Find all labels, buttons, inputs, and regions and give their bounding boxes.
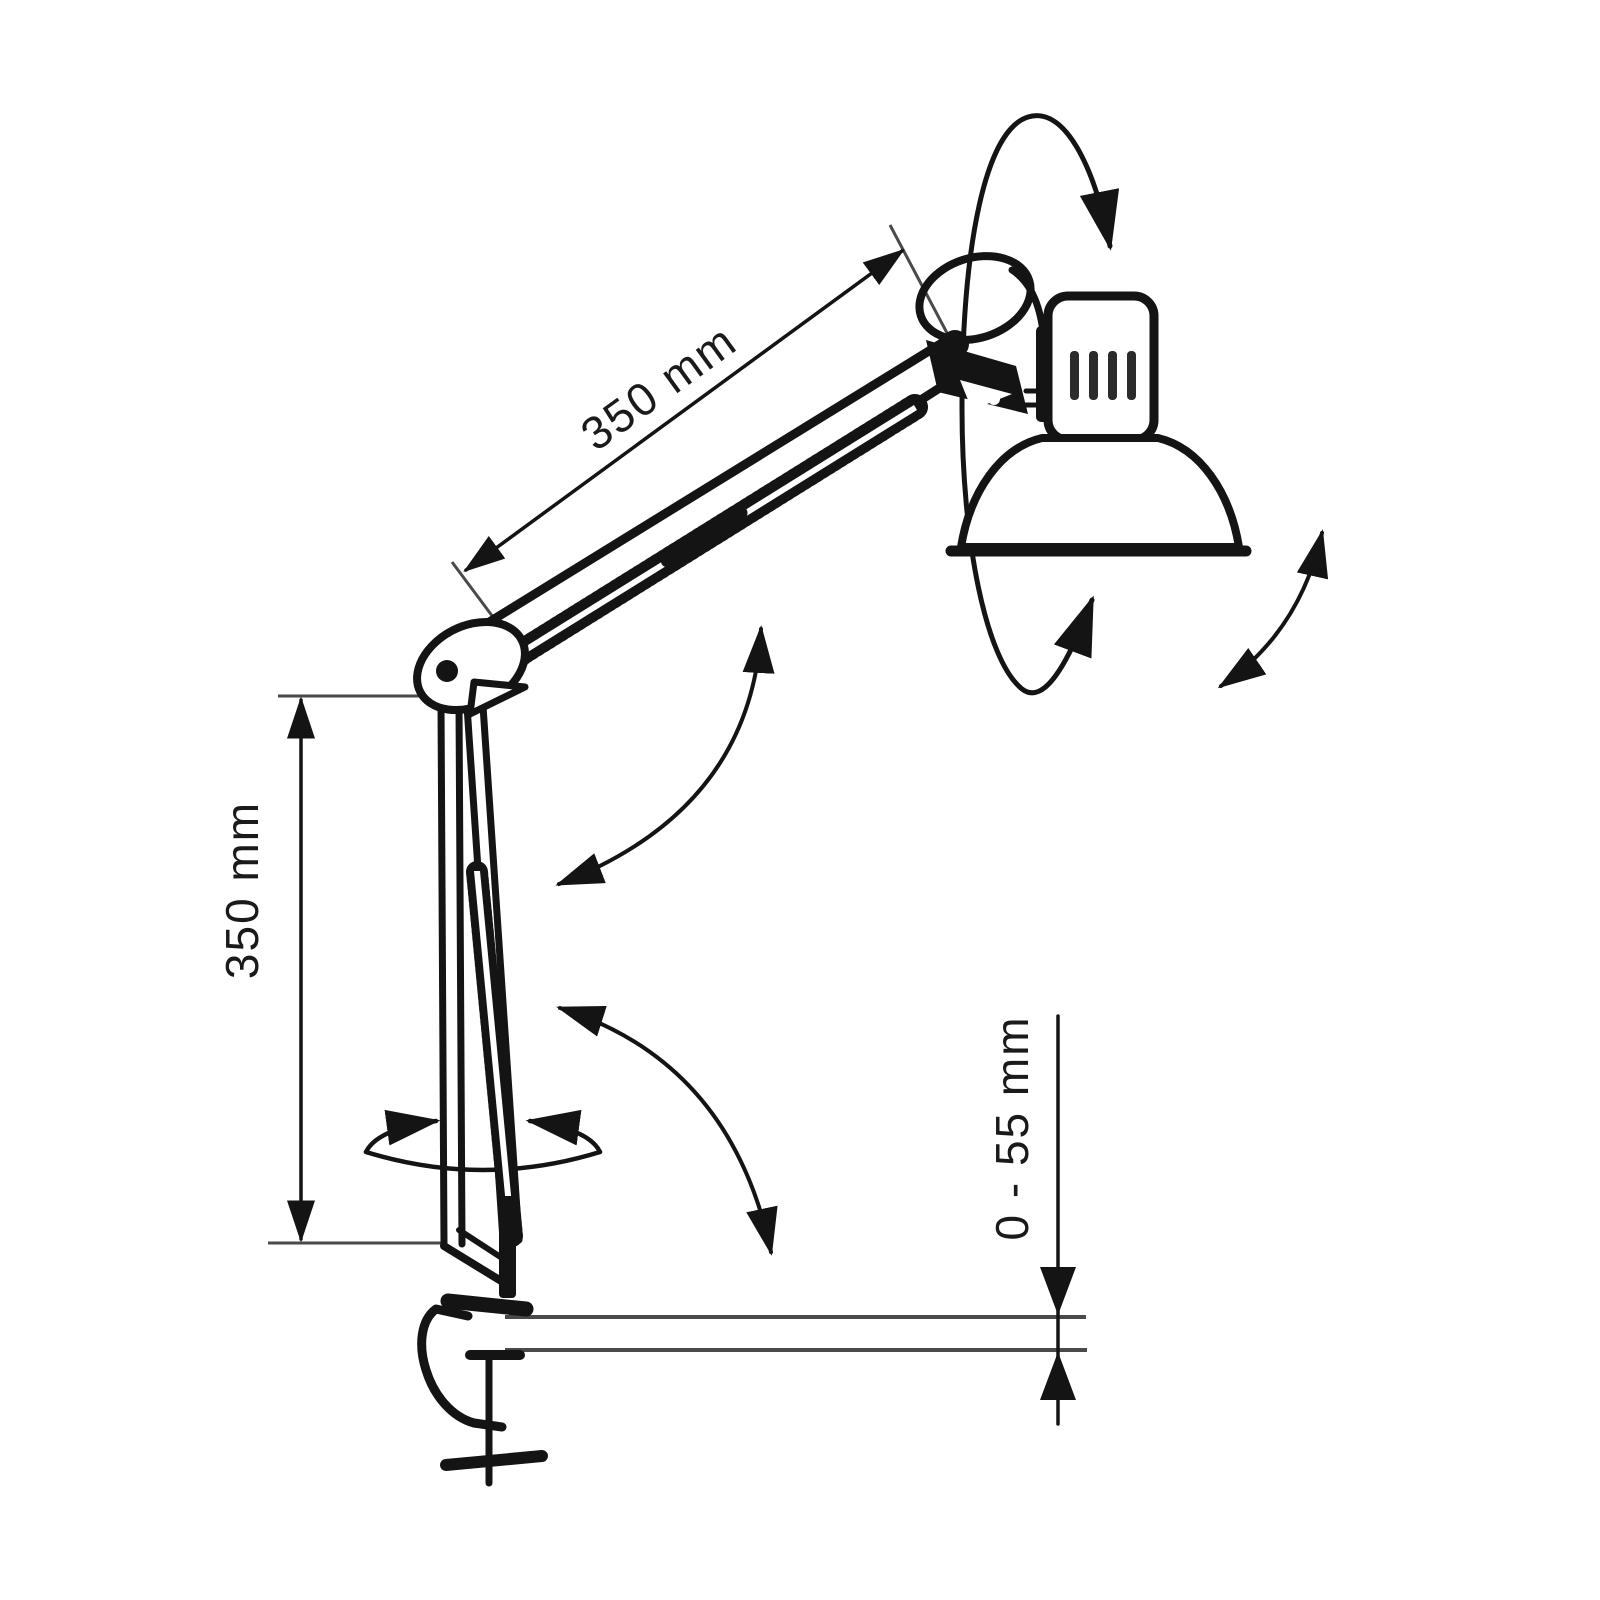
spring-anchor	[660, 505, 748, 568]
upper-arm	[447, 333, 971, 694]
clamp	[417, 1196, 548, 1487]
elbow-rotation-arrow	[555, 625, 775, 886]
shade-tilt-arrow	[1217, 529, 1329, 689]
lamp-shade	[957, 434, 1243, 551]
head-pivot	[941, 330, 969, 358]
lamp-head	[945, 291, 1252, 557]
upper-arm-length-label: 350 mm	[571, 314, 746, 461]
clamp-bracket	[417, 1304, 507, 1432]
dimension-line	[463, 248, 905, 573]
table-edge	[505, 1315, 1087, 1352]
clamp-screw-handle	[440, 1450, 548, 1471]
clamp-range-label: 0 - 55 mm	[986, 1015, 1038, 1240]
lower-arm-dimension: 350 mm	[216, 694, 442, 1245]
cap-hinge	[1036, 326, 1051, 422]
lower-arm-tilt-arrow	[556, 1006, 778, 1256]
clamp-range-dimension: 0 - 55 mm	[986, 1014, 1076, 1426]
lamp-cap	[1043, 291, 1159, 445]
elbow-joint	[413, 617, 529, 718]
vent-slots-icon	[1070, 351, 1136, 400]
elbow-pivot	[436, 660, 458, 682]
head-loop	[915, 252, 1035, 344]
arrow-up-icon	[1040, 1352, 1076, 1400]
lower-arm	[437, 699, 523, 1248]
head-rotation-arrow	[959, 113, 1120, 696]
base-rotation-arrow	[363, 1109, 603, 1173]
lower-arm-length-label: 350 mm	[216, 801, 268, 979]
arrow-down-icon	[1040, 1267, 1076, 1315]
